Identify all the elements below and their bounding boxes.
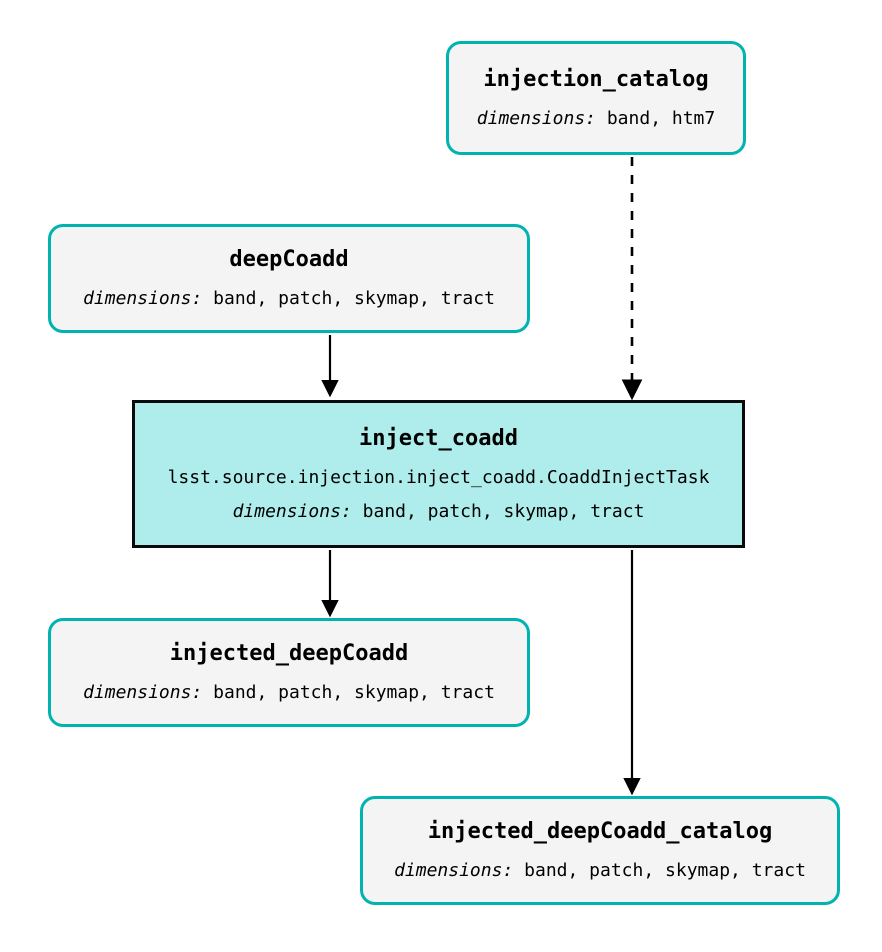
dimensions-value: band, patch, skymap, tract (524, 860, 806, 881)
node-deepcoadd[interactable]: deepCoadd dimensions: band, patch, skyma… (48, 224, 530, 333)
dimensions-label: dimensions: (476, 107, 596, 129)
node-title: deepCoadd (229, 247, 349, 272)
node-class-path: lsst.source.injection.inject_coadd.Coadd… (167, 466, 710, 488)
node-title: injection_catalog (483, 66, 709, 92)
dimensions-label: dimensions: (83, 682, 203, 703)
dimensions-label: dimensions: (232, 500, 352, 522)
node-injection-catalog[interactable]: injection_catalog dimensions: band, htm7 (446, 41, 746, 155)
node-title: injected_deepCoadd (169, 641, 409, 666)
dimensions-value: band, htm7 (606, 107, 716, 129)
node-dimensions: dimensions: band, htm7 (476, 107, 716, 129)
node-inject-coadd[interactable]: inject_coadd lsst.source.injection.injec… (132, 400, 745, 548)
dimensions-value: band, patch, skymap, tract (213, 682, 495, 703)
dimensions-value: band, patch, skymap, tract (213, 288, 495, 309)
node-title: injected_deepCoadd_catalog (427, 819, 773, 844)
dimensions-label: dimensions: (394, 860, 514, 881)
node-dimensions: dimensions: band, patch, skymap, tract (83, 684, 495, 702)
node-dimensions: dimensions: band, patch, skymap, tract (232, 500, 645, 522)
node-injected-deepcoadd[interactable]: injected_deepCoadd dimensions: band, pat… (48, 618, 530, 727)
dimensions-value: band, patch, skymap, tract (362, 500, 645, 522)
node-dimensions: dimensions: band, patch, skymap, tract (394, 862, 806, 880)
node-injected-deepcoadd-catalog[interactable]: injected_deepCoadd_catalog dimensions: b… (360, 796, 840, 905)
dimensions-label: dimensions: (83, 288, 203, 309)
node-dimensions: dimensions: band, patch, skymap, tract (83, 290, 495, 308)
node-title: inject_coadd (359, 425, 518, 451)
